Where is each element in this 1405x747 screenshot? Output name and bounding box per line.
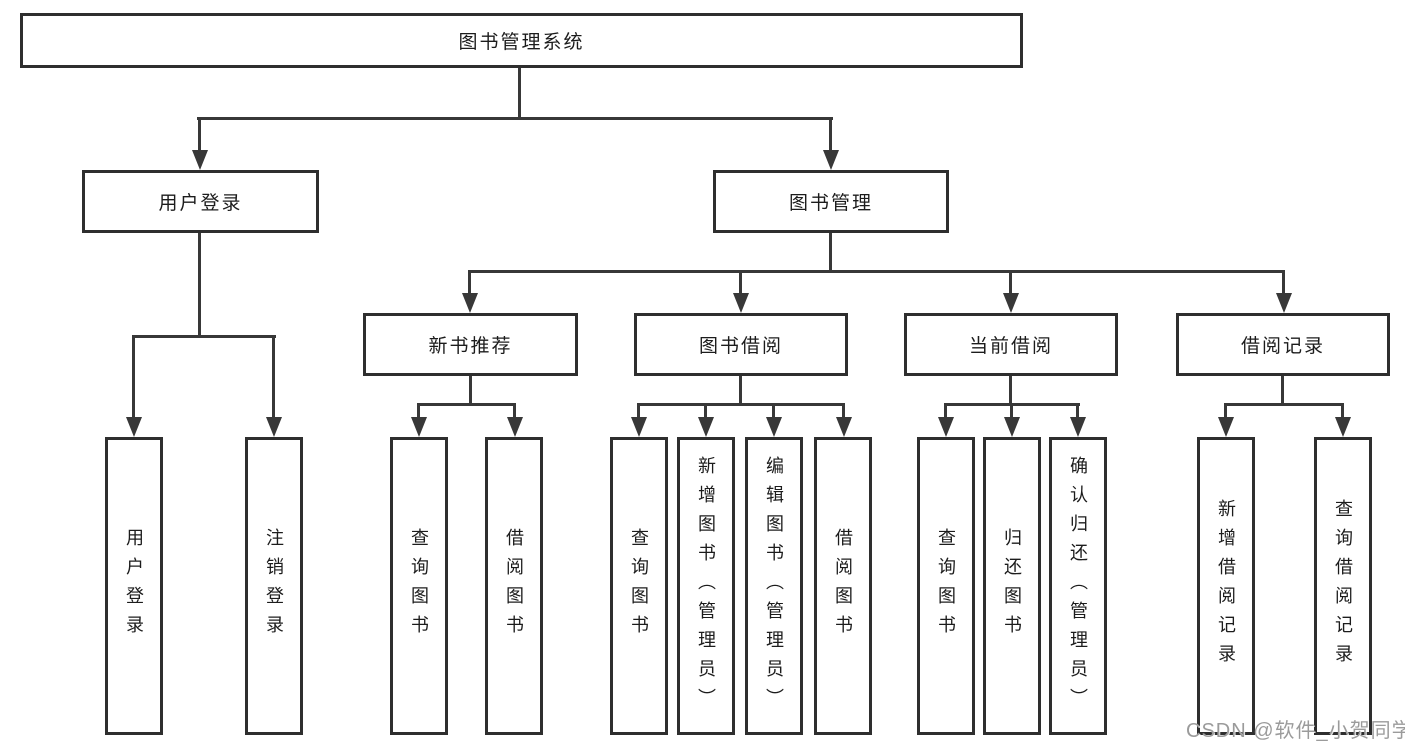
arrow-down <box>766 417 782 437</box>
leaf-borrow-book: 借阅图书 <box>814 437 872 735</box>
connector-line <box>842 403 845 419</box>
leaf-label: 编辑图书（管理员） <box>764 455 784 717</box>
arrow-down <box>1004 417 1020 437</box>
leaf-add-borrow-record: 新增借阅记录 <box>1197 437 1255 735</box>
connector-line <box>1009 270 1012 296</box>
connector-line <box>772 403 775 419</box>
connector-line <box>1224 403 1344 406</box>
node-book-borrowing: 图书借阅 <box>634 313 848 376</box>
connector-line <box>417 403 420 419</box>
connector-line <box>272 335 275 420</box>
arrow-down <box>1218 417 1234 437</box>
leaf-query-book-recommend: 查询图书 <box>390 437 448 735</box>
arrow-down <box>1003 293 1019 313</box>
connector-line <box>469 376 472 406</box>
connector-line <box>198 233 201 338</box>
connector-line <box>739 270 742 296</box>
connector-line <box>1009 376 1012 406</box>
leaf-logout: 注销登录 <box>245 437 303 735</box>
leaf-add-book-admin: 新增图书（管理员） <box>677 437 735 735</box>
connector-line <box>1010 403 1013 419</box>
connector-line <box>1282 270 1285 296</box>
connector-line <box>198 117 201 153</box>
arrow-down <box>192 150 208 170</box>
connector-line <box>518 68 521 120</box>
node-label: 当前借阅 <box>968 336 1053 357</box>
leaf-label: 用户登录 <box>124 528 144 644</box>
connector-line <box>132 335 135 420</box>
connector-line <box>417 403 516 406</box>
connector-line <box>197 117 833 120</box>
node-user-login: 用户登录 <box>82 170 319 233</box>
arrow-down <box>1070 417 1086 437</box>
arrow-down <box>698 417 714 437</box>
leaf-label: 查询图书 <box>409 528 429 644</box>
arrow-down <box>266 417 282 437</box>
connector-line <box>637 403 640 419</box>
csdn-watermark: CSDN @软件_小贺同学 <box>1186 720 1405 742</box>
arrow-down <box>507 417 523 437</box>
node-label: 图书借阅 <box>698 336 783 357</box>
connector-line <box>513 403 516 419</box>
leaf-label: 归还图书 <box>1002 528 1022 644</box>
leaf-query-book-borrowing: 查询图书 <box>610 437 668 735</box>
node-label: 用户登录 <box>158 193 243 214</box>
connector-line <box>1341 403 1344 419</box>
arrow-down <box>631 417 647 437</box>
connector-line <box>637 403 845 406</box>
connector-line <box>1281 376 1284 406</box>
arrow-down <box>836 417 852 437</box>
arrow-down <box>1276 293 1292 313</box>
connector-line <box>829 233 832 273</box>
leaf-query-borrow-record: 查询借阅记录 <box>1314 437 1372 735</box>
leaf-borrow-book-recommend: 借阅图书 <box>485 437 543 735</box>
leaf-label: 新增图书（管理员） <box>696 455 716 717</box>
connector-line <box>739 376 742 406</box>
leaf-label: 借阅图书 <box>504 528 524 644</box>
node-book-management: 图书管理 <box>713 170 949 233</box>
leaf-return-book: 归还图书 <box>983 437 1041 735</box>
leaf-label: 查询图书 <box>629 528 649 644</box>
node-label: 新书推荐 <box>428 336 513 357</box>
leaf-edit-book-admin: 编辑图书（管理员） <box>745 437 803 735</box>
node-label: 图书管理 <box>788 193 873 214</box>
connector-line <box>1076 403 1079 419</box>
leaf-user-login: 用户登录 <box>105 437 163 735</box>
connector-line <box>704 403 707 419</box>
connector-line <box>1224 403 1227 419</box>
node-library-management-system: 图书管理系统 <box>20 13 1023 68</box>
arrow-down <box>411 417 427 437</box>
leaf-confirm-return-admin: 确认归还（管理员） <box>1049 437 1107 735</box>
node-borrowing-records: 借阅记录 <box>1176 313 1390 376</box>
arrow-down <box>462 293 478 313</box>
leaf-label: 注销登录 <box>264 528 284 644</box>
connector-line <box>132 335 276 338</box>
arrow-down <box>823 150 839 170</box>
leaf-label: 新增借阅记录 <box>1216 499 1236 673</box>
arrow-down <box>938 417 954 437</box>
connector-line <box>829 117 832 153</box>
connector-line <box>468 270 1285 273</box>
arrow-down <box>126 417 142 437</box>
leaf-label: 确认归还（管理员） <box>1068 455 1088 717</box>
leaf-label: 查询借阅记录 <box>1333 499 1353 673</box>
leaf-label: 查询图书 <box>936 528 956 644</box>
connector-line <box>944 403 947 419</box>
node-current-borrowing: 当前借阅 <box>904 313 1118 376</box>
connector-line <box>468 270 471 296</box>
node-label: 借阅记录 <box>1240 336 1325 357</box>
leaf-label: 借阅图书 <box>833 528 853 644</box>
arrow-down <box>1335 417 1351 437</box>
node-new-book-recommend: 新书推荐 <box>363 313 578 376</box>
node-label: 图书管理系统 <box>458 32 585 53</box>
arrow-down <box>733 293 749 313</box>
leaf-query-book-current: 查询图书 <box>917 437 975 735</box>
